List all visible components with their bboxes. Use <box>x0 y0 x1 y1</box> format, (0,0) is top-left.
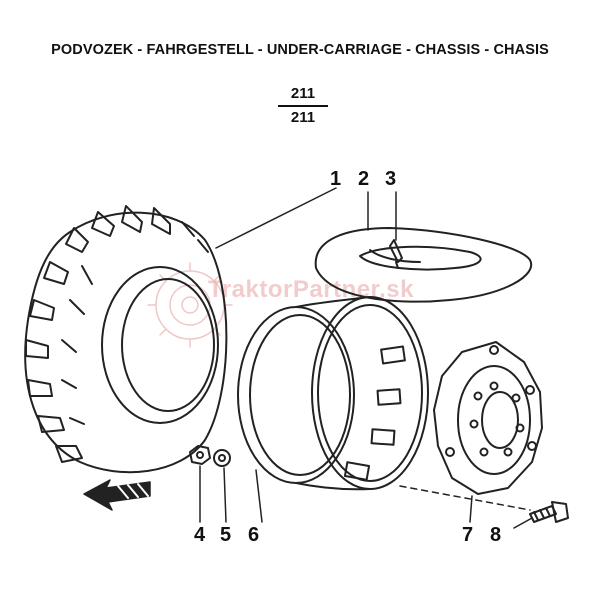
callout-8: 8 <box>490 524 502 546</box>
axis-dashed-line <box>399 485 531 511</box>
leader-line-1 <box>215 187 337 249</box>
direction-arrow-icon <box>83 479 151 511</box>
callout-1: 1 <box>330 168 342 190</box>
figure-number-divider <box>278 105 328 107</box>
leader-line-6 <box>255 469 263 523</box>
callout-4: 4 <box>194 524 206 546</box>
callout-5: 5 <box>220 524 232 546</box>
washer-part <box>213 449 231 467</box>
leader-line-7 <box>469 495 473 523</box>
bolt-part <box>529 501 569 523</box>
figure-number-top: 211 <box>290 85 316 102</box>
rim-part <box>237 296 429 491</box>
figure-number: 211 211 <box>268 84 338 128</box>
tyre-part <box>24 205 228 474</box>
callout-6: 6 <box>248 524 260 546</box>
leader-line-5 <box>223 467 227 523</box>
valve-part <box>389 239 403 269</box>
callout-2: 2 <box>358 168 370 190</box>
figure-number-bottom: 211 <box>290 108 316 126</box>
inner-tube-part <box>314 227 533 303</box>
callout-7: 7 <box>462 524 474 546</box>
wheel-disc-part <box>433 341 543 495</box>
callout-3: 3 <box>385 168 397 190</box>
diagram-title: PODVOZEK - FAHRGESTELL - UNDER-CARRIAGE … <box>51 42 549 58</box>
leader-line-8 <box>513 517 533 529</box>
nut-part <box>189 445 211 465</box>
